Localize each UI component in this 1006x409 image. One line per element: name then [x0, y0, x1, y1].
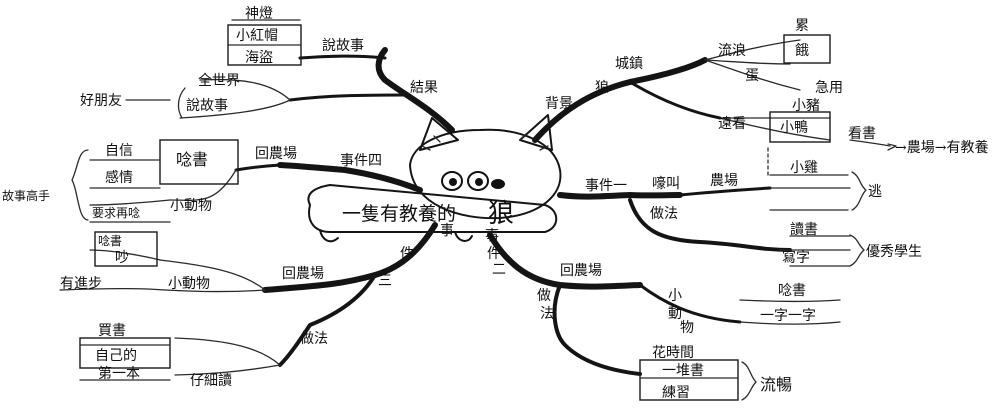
friend-item-story: 說故事 [186, 97, 228, 114]
town-node: 城鎮 [615, 56, 643, 72]
wander-node: 流浪 [718, 43, 746, 59]
branch-event1 [557, 171, 867, 267]
far-piggy: 小豬 [792, 98, 820, 114]
event3-buy-book: 買書 [98, 323, 126, 339]
event3-first: 第一本 [98, 365, 140, 382]
read-group-box [159, 139, 239, 185]
background-label: 背景 [545, 96, 573, 112]
event3-improve: 有進步 [60, 276, 102, 292]
event2-method-b: 法 [540, 306, 554, 322]
event1-study: 讀書 [790, 222, 818, 238]
friend-item-world: 全世界 [198, 72, 240, 89]
noise-box [94, 231, 158, 267]
story-item-redhood: 小紅帽 [236, 28, 278, 44]
event4-farm: 回農場 [255, 146, 297, 162]
piggy-duck-box [769, 111, 831, 143]
branch-result [125, 19, 455, 133]
branch-event3 [59, 222, 438, 381]
event3-own: 自己的 [95, 348, 137, 364]
result-label: 結果 [410, 80, 438, 96]
friend-node: 好朋友 [80, 93, 122, 109]
event2-method-a: 做 [537, 288, 551, 304]
center-title: 一隻有教養的 [342, 203, 456, 225]
title-banner [307, 184, 558, 233]
event2-read: 唸書 [778, 283, 806, 299]
event3-noisy: 吵 [115, 250, 129, 266]
wander-hungry: 餓 [795, 42, 809, 59]
event4-ask: 要求再唸 [92, 205, 140, 220]
event2-label-a: 事 [485, 228, 499, 244]
event4-master-label: 故事高手 [2, 188, 50, 203]
event3-label-c: 三 [378, 273, 392, 289]
event2-label-b: 件 [487, 246, 501, 262]
story-item-lamp: 神燈 [245, 6, 273, 22]
farm-result-text: →農場→有教養 [895, 139, 988, 156]
event2-animal-c: 物 [680, 320, 694, 336]
hungry-box [783, 34, 831, 64]
event3-farm: 回農場 [282, 266, 324, 282]
event4-confidence: 自信 [105, 143, 133, 159]
event2-word: 一字一字 [760, 308, 816, 324]
far-duck: 小鴨 [780, 120, 808, 136]
event2-animal-a: 小 [668, 288, 682, 304]
own-book-box [79, 337, 171, 369]
branch-event2 [487, 232, 841, 401]
event1-escape: 逃 [868, 184, 882, 200]
event3-method: 做法 [300, 331, 328, 347]
wolf-claw-right [454, 231, 473, 242]
event2-label-c: 二 [492, 262, 506, 278]
event3-careful: 仔細讀 [190, 373, 232, 389]
event4-label: 事件四 [340, 153, 382, 169]
branch-event4 [71, 139, 423, 223]
center-title-wolf: 狼 [488, 199, 514, 229]
branch-background [532, 34, 897, 179]
story-item-pirate: 海盜 [245, 50, 273, 66]
event2-animal-b: 動 [668, 306, 682, 322]
event1-farm: 農場 [710, 173, 738, 189]
event3-read: 唸書 [98, 233, 122, 248]
event3-label-b: 件 [400, 246, 414, 262]
event1-howl: 嚎叫 [652, 175, 680, 192]
event1-good-student: 優秀學生 [866, 244, 922, 260]
event4-read: 唸書 [176, 150, 208, 169]
wolf-head [409, 128, 562, 220]
wolf-claw-left [319, 229, 339, 243]
wander-egg: 蛋 [745, 68, 759, 84]
event1-method: 做法 [650, 206, 678, 222]
event3-animal: 小動物 [168, 276, 210, 292]
wolf-label: 狼 [595, 80, 609, 96]
event1-write: 寫字 [782, 249, 810, 266]
wolf-ear-right [519, 114, 553, 151]
event2-practice: 練習 [662, 385, 690, 401]
event2-fluent: 流暢 [760, 375, 792, 394]
look-book-node: 看書 [848, 126, 876, 142]
wolf-illustration [307, 114, 562, 243]
event1-chicken: 小雞 [790, 160, 818, 176]
story-node: 說故事 [322, 37, 364, 54]
event2-books: 一堆書 [662, 363, 704, 379]
far-look-node: 遠看 [718, 116, 746, 132]
event1-label: 事件一 [585, 178, 627, 194]
wolf-nose [491, 179, 505, 189]
event4-animal: 小動物 [170, 198, 212, 214]
wander-tired: 累 [795, 18, 809, 34]
many-book-box [639, 359, 739, 401]
wander-urgent: 急用 [815, 80, 843, 96]
event2-farm: 回農場 [560, 263, 602, 279]
wolf-ear-left [419, 117, 459, 151]
event4-feeling: 感情 [105, 169, 133, 186]
event2-time: 花時間 [652, 345, 694, 361]
